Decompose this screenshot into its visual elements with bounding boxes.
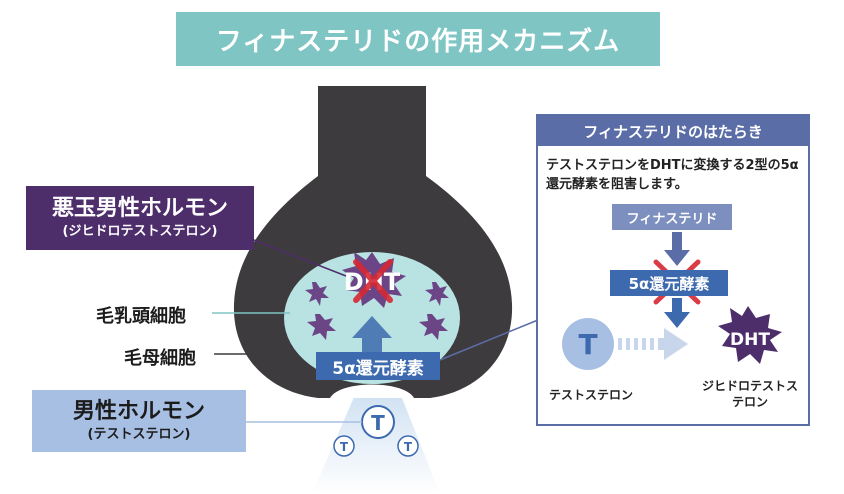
conversion-arrow-right <box>618 328 688 360</box>
enzyme-arrow-down <box>664 298 690 328</box>
conversion-arrow-up <box>352 316 392 352</box>
testosterone-small-right <box>397 435 419 457</box>
panel-description: テストステロンをDHTに変換する2型の5α還元酵素を阻害します。 <box>546 158 799 192</box>
male-hormone-label: 男性ホルモン (テストステロン) <box>32 390 246 452</box>
panel-header: フィナステリドのはたらき <box>538 116 808 146</box>
dht-small-stars <box>305 282 449 340</box>
finasteride-action-panel: フィナステリドのはたらき テストステロンをDHTに変換する2型の5α還元酵素を阻… <box>536 114 810 426</box>
bad-hormone-label: 悪玉男性ホルモン (ジヒドロテストステロン) <box>26 186 254 250</box>
hormone-beam <box>312 388 440 494</box>
finasteride-arrow-down <box>664 232 690 266</box>
testosterone-small-right-text: T <box>404 440 413 454</box>
testosterone-caption: テストステロン <box>548 388 633 402</box>
bad-hormone-subtitle: (ジヒドロテストステロン) <box>62 224 218 239</box>
finasteride-tag: フィナステリド <box>612 204 732 230</box>
cross-mark-follicle <box>353 259 393 303</box>
male-hormone-title: 男性ホルモン <box>72 399 205 424</box>
male-hormone-subtitle: (テストステロン) <box>87 427 191 442</box>
bad-hormone-title: 悪玉男性ホルモン <box>51 196 228 221</box>
panel-diagram: T DHT <box>562 232 782 370</box>
testosterone-panel-circle <box>562 318 614 370</box>
testosterone-big-text: T <box>371 411 385 435</box>
page-title: フィナステリドの作用メカニズム <box>176 12 660 66</box>
enzyme-panel-tag: 5α還元酵素 <box>610 270 728 296</box>
enzyme-follicle-tag: 5α還元酵素 <box>316 352 440 380</box>
connector-panel <box>439 319 539 361</box>
testosterone-panel-text: T <box>578 328 597 361</box>
leader-bad-hormone <box>253 239 347 277</box>
papilla-label: 毛乳頭細胞 <box>96 306 186 327</box>
testosterone-small-left-text: T <box>340 440 349 454</box>
testosterone-small-left <box>333 435 355 457</box>
matrix-label: 毛母細胞 <box>124 348 196 369</box>
dht-star-panel <box>718 306 782 364</box>
dht-panel-text: DHT <box>730 330 770 350</box>
dht-caption: ジヒドロテストステロン <box>701 379 798 409</box>
